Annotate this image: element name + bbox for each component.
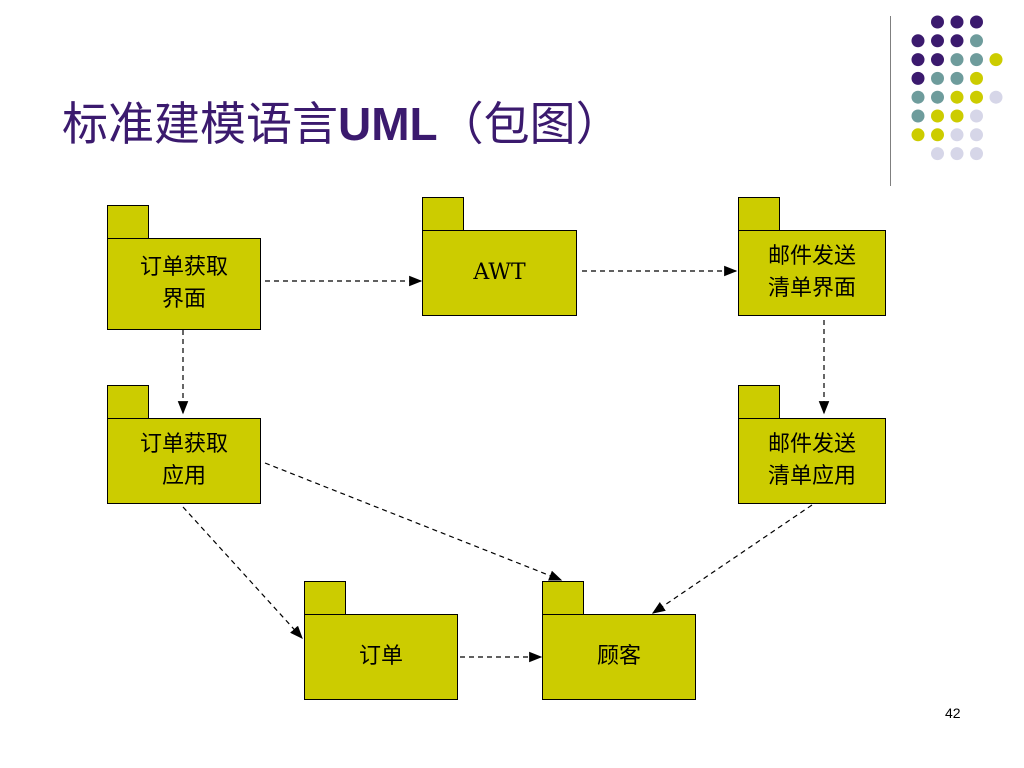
decorative-dot bbox=[931, 34, 944, 48]
package-body: 订单获取应用 bbox=[107, 418, 261, 504]
decorative-dot bbox=[950, 53, 964, 67]
package-label-line1: 邮件发送 bbox=[767, 244, 856, 269]
package-label-line2: 清单应用 bbox=[767, 464, 856, 489]
decorative-dot bbox=[931, 90, 944, 104]
package-label-line1: 订单获取 bbox=[139, 255, 228, 280]
decorative-dot bbox=[989, 53, 1003, 67]
decorative-dot bbox=[989, 90, 1003, 104]
arrow-order-app-to-customer bbox=[264, 462, 563, 581]
decorative-dot bbox=[970, 34, 983, 48]
decorative-divider bbox=[890, 16, 891, 186]
arrow-order-app-to-order bbox=[182, 506, 303, 639]
decorative-dot bbox=[970, 71, 983, 85]
decorative-dot bbox=[911, 71, 925, 85]
package-body: AWT bbox=[422, 230, 577, 316]
package-label-line2: 应用 bbox=[161, 464, 206, 489]
decorative-dot bbox=[950, 90, 964, 104]
decorative-dot bbox=[931, 128, 944, 142]
package-label-line1: 顾客 bbox=[596, 644, 641, 669]
package-tab bbox=[738, 385, 780, 419]
arrow-mail-app-to-customer bbox=[651, 504, 813, 614]
slide-title: 标准建模语言UML（包图） bbox=[62, 88, 622, 154]
decorative-dot bbox=[950, 128, 964, 142]
title-uml: UML bbox=[338, 98, 438, 150]
decorative-dot bbox=[931, 15, 944, 29]
decorative-dot bbox=[970, 109, 983, 123]
decorative-dot bbox=[911, 53, 925, 67]
package-body: 订单获取界面 bbox=[107, 238, 261, 330]
package-label-line1: AWT bbox=[473, 260, 526, 285]
decorative-dot-grid bbox=[911, 15, 1003, 161]
decorative-dot bbox=[931, 109, 944, 123]
decorative-dot bbox=[970, 128, 983, 142]
decorative-dot bbox=[950, 15, 964, 29]
package-tab bbox=[738, 197, 780, 231]
decorative-dot bbox=[911, 90, 925, 104]
decorative-dot bbox=[950, 71, 964, 85]
decorative-dot bbox=[950, 34, 964, 48]
decorative-dot bbox=[931, 147, 944, 161]
decorative-dot bbox=[970, 15, 983, 29]
package-body: 顾客 bbox=[542, 614, 696, 700]
package-label-line1: 邮件发送 bbox=[767, 432, 856, 457]
package-body: 邮件发送清单界面 bbox=[738, 230, 886, 316]
package-label-line1: 订单 bbox=[358, 644, 403, 669]
decorative-dot bbox=[970, 53, 983, 67]
package-tab bbox=[107, 205, 149, 239]
package-tab bbox=[304, 581, 346, 615]
decorative-dot bbox=[970, 147, 983, 161]
decorative-dot bbox=[970, 90, 983, 104]
package-label-line1: 订单获取 bbox=[139, 432, 228, 457]
decorative-dot bbox=[931, 71, 944, 85]
decorative-dot bbox=[950, 109, 964, 123]
decorative-dot bbox=[911, 34, 925, 48]
decorative-dot bbox=[950, 147, 964, 161]
package-label-line2: 清单界面 bbox=[767, 276, 856, 301]
title-suffix: （包图） bbox=[437, 97, 622, 151]
title-chinese: 标准建模语言 bbox=[62, 97, 338, 151]
package-label-line2: 界面 bbox=[161, 287, 206, 312]
package-body: 邮件发送清单应用 bbox=[738, 418, 886, 504]
page-number: 42 bbox=[945, 705, 961, 721]
decorative-dot bbox=[911, 109, 925, 123]
decorative-dot bbox=[911, 128, 925, 142]
package-body: 订单 bbox=[304, 614, 458, 700]
decorative-dot bbox=[931, 53, 944, 67]
